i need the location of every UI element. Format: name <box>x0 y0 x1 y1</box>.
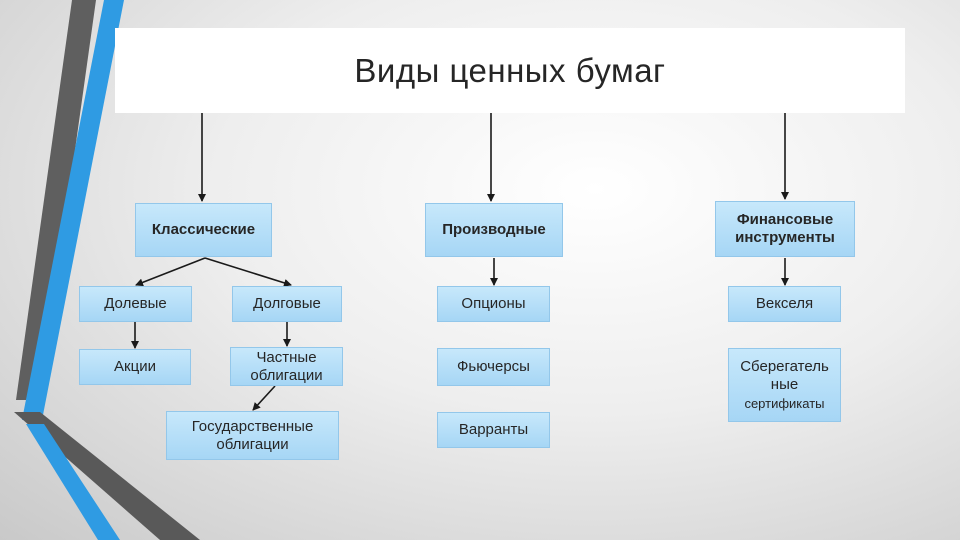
blue-stripe <box>22 0 124 420</box>
arrow-private-state <box>252 385 276 411</box>
node-certificates-line3: сертификаты <box>744 396 825 412</box>
node-private-bonds: Частные облигации <box>230 347 343 386</box>
node-futures: Фьючерсы <box>437 348 550 386</box>
diagram-title: Виды ценных бумаг <box>354 51 666 89</box>
category-derivative: Производные <box>425 203 563 257</box>
gray-stripe-bottom <box>14 412 200 540</box>
arrow-classic-equity <box>135 257 206 287</box>
blue-stripe-bottom <box>26 424 120 540</box>
node-warrants: Варранты <box>437 412 550 448</box>
category-financial-instruments: Финансовые инструменты <box>715 201 855 257</box>
gray-stripe-top <box>16 0 96 400</box>
category-classic: Классические <box>135 203 272 257</box>
node-state-bonds-line2: облигации <box>216 435 289 453</box>
node-state-bonds: Государственные облигации <box>166 411 339 460</box>
node-certificates-line2: ные <box>770 376 799 394</box>
node-shares: Акции <box>79 349 191 385</box>
title-banner <box>115 28 905 113</box>
node-savings-certificates: Сберегатель ные сертификаты <box>728 348 841 422</box>
node-debt: Долговые <box>232 286 342 322</box>
node-private-bonds-line1: Частные <box>256 348 317 366</box>
arrow-classic-debt <box>204 257 292 287</box>
category-financial-line2: инструменты <box>735 229 835 246</box>
node-certificates-line1: Сберегатель <box>740 358 829 376</box>
node-state-bonds-line1: Государственные <box>191 417 314 435</box>
node-bills: Векселя <box>728 286 841 322</box>
node-options: Опционы <box>437 286 550 322</box>
category-financial-line1: Финансовые <box>736 211 834 228</box>
node-private-bonds-line2: облигации <box>250 366 323 384</box>
node-equity: Долевые <box>79 286 192 322</box>
